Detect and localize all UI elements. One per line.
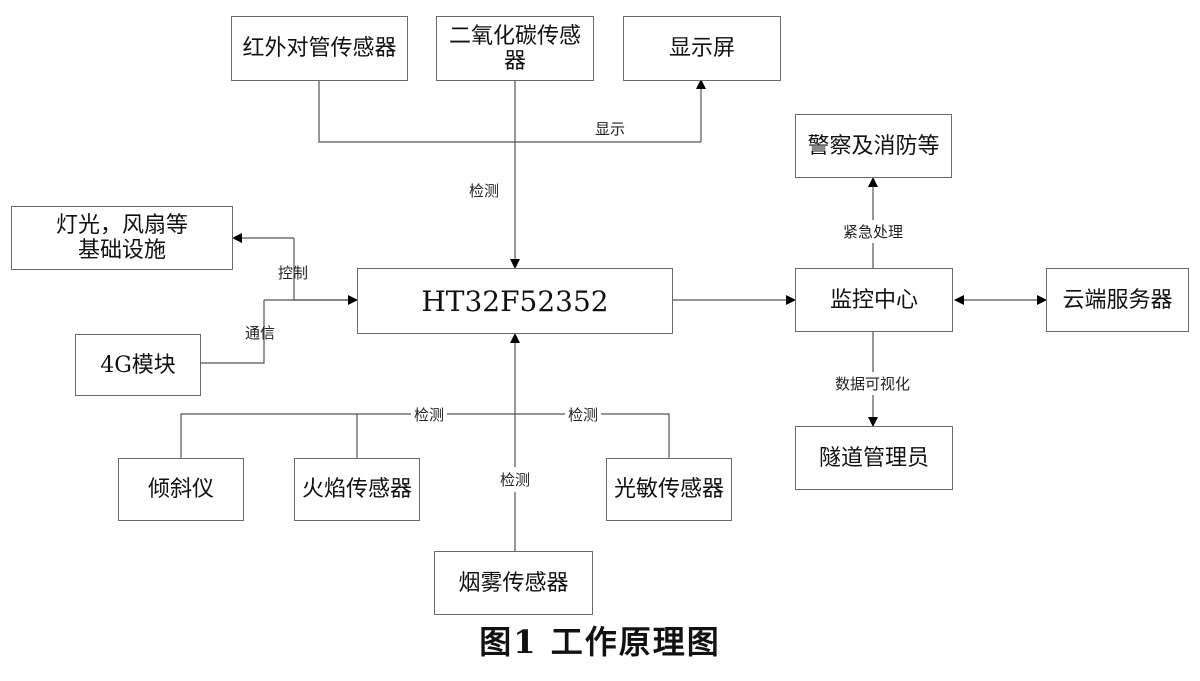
label-detect-left: 检测 [411, 404, 448, 425]
bus-left-sensors [180, 413, 515, 458]
mcu-box: HT32F52352 [357, 268, 673, 334]
light-sensor-box: 光敏传感器 [606, 458, 732, 521]
line-infrared-to-display [318, 80, 701, 143]
label-emergency: 紧急处理 [841, 220, 906, 243]
cloud-server-box: 云端服务器 [1046, 268, 1189, 332]
label-visualize: 数据可视化 [833, 372, 913, 395]
label-comm: 通信 [245, 324, 276, 342]
infrared-sensor-box: 红外对管传感器 [231, 16, 408, 81]
inclinometer-box: 倾斜仪 [118, 458, 244, 521]
line-4g-to-mcu [201, 300, 265, 364]
co2-sensor-box: 二氧化碳传感 器 [436, 16, 594, 81]
4g-module-box: 4G模块 [75, 334, 201, 396]
label-control: 控制 [278, 264, 309, 282]
figure-caption: 图1 工作原理图 [479, 623, 721, 661]
label-detect-right: 检测 [565, 404, 602, 425]
label-detect-top: 检测 [469, 182, 500, 200]
flame-sensor-box: 火焰传感器 [294, 458, 420, 521]
label-detect-bottom: 检测 [498, 467, 533, 492]
tunnel-admin-box: 隧道管理员 [795, 426, 953, 490]
display-screen-box: 显示屏 [623, 16, 781, 81]
label-display: 显示 [595, 120, 626, 138]
police-fire-box: 警察及消防等 [795, 114, 952, 178]
smoke-sensor-box: 烟雾传感器 [434, 551, 593, 615]
lights-fans-box: 灯光，风扇等 基础设施 [11, 206, 233, 270]
monitoring-center-box: 监控中心 [795, 268, 953, 332]
